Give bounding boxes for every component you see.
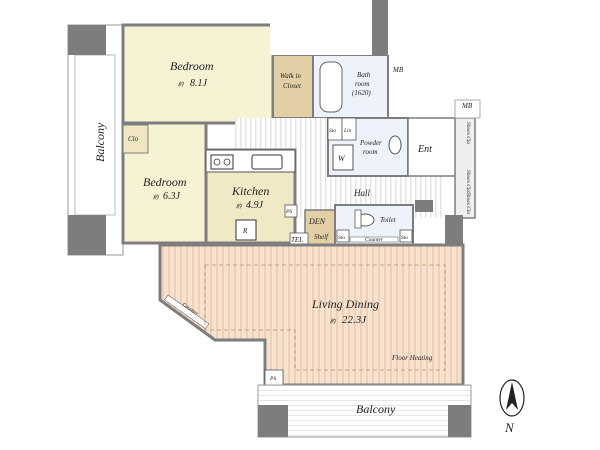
stove <box>210 154 234 170</box>
living-unit: 約 <box>330 318 337 325</box>
balcony-west-label: Balcony <box>93 122 107 162</box>
balcony-south-label: Balcony <box>356 402 396 416</box>
refrigerator <box>235 219 257 241</box>
ps-1-label: PS <box>285 209 292 215</box>
closet-label: Clo <box>128 135 139 143</box>
living-dining <box>158 243 465 387</box>
lin-box <box>341 117 357 141</box>
wall-pillar-top <box>372 0 388 55</box>
mb-2-label: MB <box>461 102 473 110</box>
walkin-line1: Walk in <box>280 72 301 80</box>
shoes-1-label: Shoes Clo <box>465 122 471 144</box>
sink <box>388 135 402 155</box>
bedroom-2-unit: 約 <box>153 194 160 201</box>
bedroom-1-name: Bedroom <box>170 59 214 73</box>
burner-2 <box>223 158 231 166</box>
sto-1-label: Sto <box>329 128 336 134</box>
kitchen-unit: 約 <box>236 203 243 210</box>
washer-label: W <box>338 154 346 163</box>
bath-line3: (1620) <box>352 89 371 97</box>
shelf-label: Shelf <box>314 233 329 241</box>
kitchen-sink <box>251 154 283 170</box>
bedroom-1-unit: 約 <box>178 81 185 88</box>
floor-heating-area <box>204 264 446 371</box>
kitchen-name: Kitchen <box>231 184 269 198</box>
lin-label: Lin <box>343 128 352 134</box>
shoes-2-label: Shoes Clo <box>465 170 471 192</box>
compass: N <box>499 379 525 435</box>
compass-needle-icon <box>506 382 518 410</box>
ps-1-box <box>284 204 298 218</box>
compass-letter: N <box>504 420 515 435</box>
toilet-counter <box>349 236 399 243</box>
bedroom-1 <box>121 23 275 125</box>
bedroom-2-area: 6.3J <box>163 191 181 202</box>
floor-heating-label: Floor Heating <box>391 354 433 362</box>
entrance-label: Ent <box>417 144 432 155</box>
sto-3-box <box>399 229 413 243</box>
toilet-tank <box>354 209 362 229</box>
den-label: DEN <box>308 217 326 226</box>
powder-line1: Powder <box>359 139 382 147</box>
burner-1 <box>213 158 221 166</box>
living-counter <box>164 294 210 329</box>
living-area: 22.3J <box>342 314 367 326</box>
ps-2-label: PS <box>269 376 276 382</box>
living-name: Living Dining <box>311 297 379 311</box>
bath-line1: Bath <box>357 71 371 79</box>
bedroom-2-name: Bedroom <box>143 175 187 189</box>
powder-line2: room <box>363 148 378 156</box>
sto-2-label: Sto <box>338 235 345 241</box>
closet <box>122 124 149 154</box>
counter-label: Counter <box>365 237 384 243</box>
bedroom-1-area: 8.1J <box>190 78 208 89</box>
shoes-3-label: Shoes Clo <box>465 192 471 214</box>
entrance <box>407 117 459 177</box>
shoes-cabinet <box>454 117 476 219</box>
bath-line2: room <box>355 80 370 88</box>
kitchen-area: 4.9J <box>246 200 264 211</box>
refrigerator-label: R <box>242 227 248 235</box>
bathtub <box>319 61 343 113</box>
toilet-label: Toilet <box>380 216 397 224</box>
tel-label: TEL <box>291 236 303 244</box>
washer <box>332 144 354 171</box>
mb-2-box <box>454 99 481 119</box>
mb-1-label: MB <box>392 66 404 74</box>
sto-2-box <box>336 229 350 243</box>
sto-3-label: Sto <box>401 235 408 241</box>
balcony-west <box>67 24 124 256</box>
pillar-right-mid <box>445 215 463 247</box>
hall-label: Hall <box>353 188 371 198</box>
balcony-south <box>257 384 472 438</box>
walkin-line2: Closet <box>283 82 302 90</box>
walk-in-closet <box>272 54 314 119</box>
pillar-right-top <box>415 200 433 212</box>
